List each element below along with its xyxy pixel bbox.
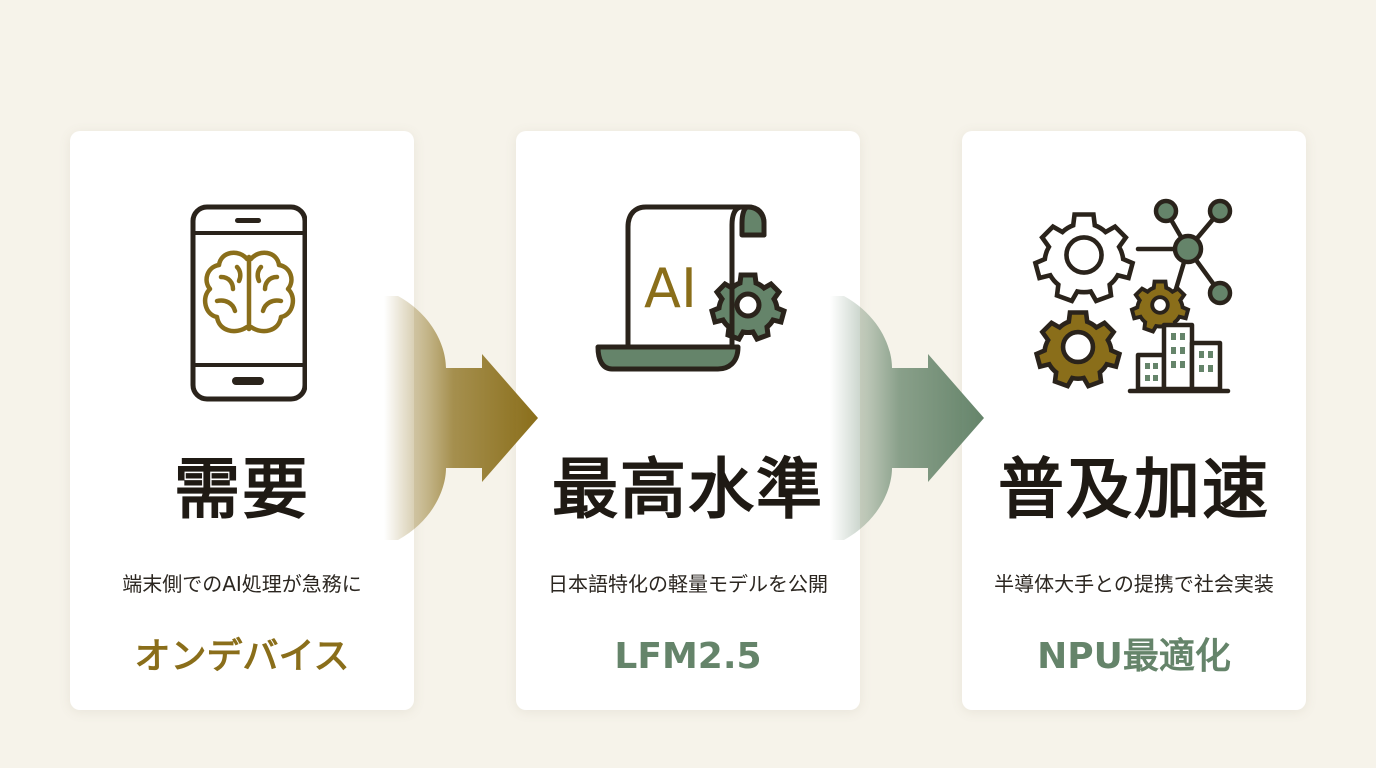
green-arrow-icon: [830, 296, 984, 540]
gold-arrow-icon: [384, 296, 538, 540]
step-card-demand: 需要 端末側でのAI処理が急務に オンデバイス: [70, 131, 414, 710]
gears-network-buildings-icon: [1026, 198, 1233, 394]
ai-label-icon-text: AI: [644, 257, 697, 320]
step-subtitle: 端末側でのAI処理が急務に: [122, 572, 362, 596]
step-tag: NPU最適化: [1037, 636, 1231, 677]
step-tag: オンデバイス: [134, 636, 350, 677]
step-title: 普及加速: [998, 450, 1270, 528]
step-tag: LFM2.5: [614, 636, 762, 677]
step-subtitle: 半導体大手との提携で社会実装: [994, 572, 1274, 596]
icon-container: [962, 197, 1306, 417]
smartphone-brain-icon: [190, 204, 307, 402]
step-subtitle: 日本語特化の軽量モデルを公開: [548, 572, 828, 596]
icon-container: [70, 197, 414, 417]
step-card-top-level: AI 最高水準 日本語特化の軽量モデルを公開 LFM2.5: [516, 131, 860, 710]
step-title: 最高水準: [552, 450, 824, 528]
ai-document-gear-icon: AI: [595, 204, 788, 372]
step-card-adoption: 普及加速 半導体大手との提携で社会実装 NPU最適化: [962, 131, 1306, 710]
icon-container: AI: [516, 197, 860, 417]
step-title: 需要: [174, 450, 310, 528]
